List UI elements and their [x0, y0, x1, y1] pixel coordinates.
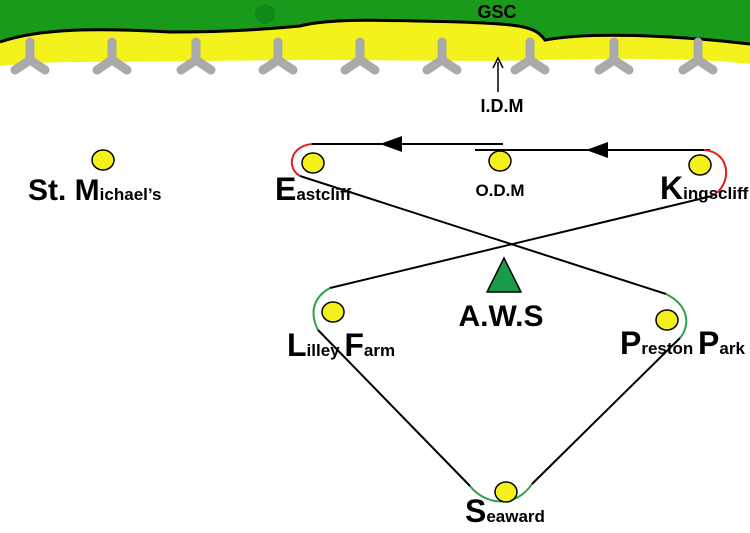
coast-strip: GSC — [0, 0, 750, 67]
kingscliff-red-curve — [703, 149, 727, 197]
lilley-to-seaward-line — [317, 329, 471, 487]
st-michaels-label: St. Michael’s — [28, 174, 161, 207]
odm-marker — [488, 150, 512, 172]
header-label: GSC — [477, 2, 516, 22]
tree-icon — [510, 37, 550, 75]
st-michaels-marker — [91, 149, 115, 171]
kingscliff-to-lilley-line — [329, 195, 713, 289]
tree-icon — [176, 37, 216, 75]
lilley-farm-marker — [321, 301, 345, 323]
seaward-marker — [494, 481, 518, 503]
eastcliff-to-preston-line — [299, 175, 667, 295]
bush-icon — [255, 4, 275, 24]
idm-label: I.D.M — [481, 96, 524, 116]
tree-icon — [594, 37, 634, 75]
eastcliff-label: Eastcliff — [275, 171, 351, 207]
preston-green-curve — [665, 293, 688, 339]
top-route — [312, 143, 710, 151]
odm-label: O.D.M — [475, 181, 524, 200]
eastcliff-marker — [301, 152, 325, 174]
idm-arrow-head — [492, 56, 504, 69]
aws-label: A.W.S — [458, 300, 543, 333]
tree-icon — [422, 37, 462, 75]
tree-icon — [678, 37, 718, 75]
sand-band — [0, 20, 750, 67]
grass-band — [0, 0, 750, 44]
tree-icon — [92, 37, 132, 75]
tree-icon — [258, 37, 298, 75]
tree-icon — [340, 37, 380, 75]
right-arrow-head — [586, 142, 608, 158]
idm-marker: I.D.M — [481, 56, 524, 116]
lilley-farm-label: Lilley Farm — [287, 327, 395, 363]
eastcliff-red-curve — [290, 143, 313, 177]
seaward-label: Seaward — [465, 493, 545, 529]
kingscliff-label: Kingscliff — [660, 170, 749, 206]
kingscliff-marker — [688, 154, 712, 176]
aws-triangle-icon — [485, 256, 523, 293]
preston-to-seaward-line — [531, 337, 681, 485]
tree-row — [10, 37, 718, 75]
lilley-green-curve — [312, 287, 331, 331]
tree-icon — [10, 37, 50, 75]
left-arrow-head — [380, 136, 402, 152]
grass-outline — [0, 18, 750, 46]
preston-park-marker — [655, 309, 679, 331]
station-markers — [91, 149, 712, 503]
preston-park-label: Preston Park — [620, 325, 745, 361]
